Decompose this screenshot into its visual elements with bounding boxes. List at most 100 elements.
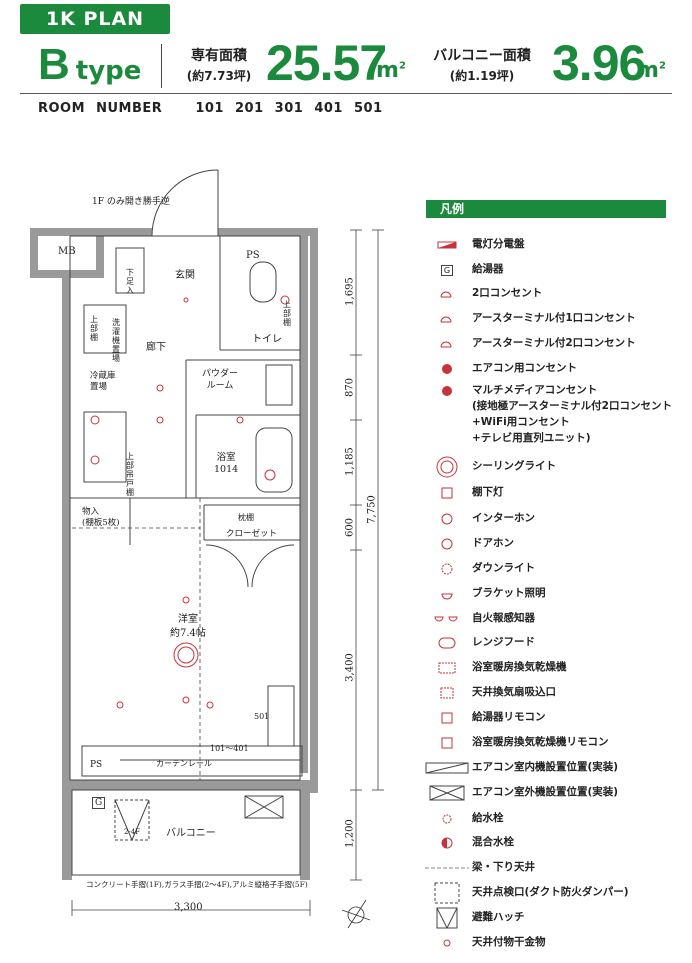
upper-cabinet-kitchen-label: 上 部 吊 戸 棚 [126, 452, 134, 497]
legend-item: ダウンライト [422, 560, 682, 578]
escape-hatch-icon [422, 907, 472, 929]
legend-item-label: 給水栓 [472, 812, 504, 824]
ps-bottom-label: PS [90, 760, 103, 770]
legend-item-label: エアコン室外機設置位置(実装) [472, 786, 619, 798]
aircon-indoor-icon [422, 759, 472, 777]
legend-item-label: アースターミナル付1口コンセント [472, 312, 636, 324]
walls [30, 228, 318, 880]
legend-item-label: マルチメディアコンセント (接地極アースターミナル付2口コンセント +WiFi用… [472, 384, 672, 444]
legend-item-label: 2口コンセント [472, 287, 543, 299]
legend-title: 凡例 [426, 200, 666, 218]
mixer-tap-icon [422, 834, 472, 852]
panel-board-icon [422, 236, 472, 254]
legend-item-label: シーリングライト [472, 460, 556, 472]
water-heater-g: G [92, 797, 106, 809]
header-rule [20, 93, 672, 94]
curtain-rail-label: カーテンレール [156, 759, 212, 768]
beam-icon [422, 859, 472, 877]
floor-area-label: 専有面積(約7.73坪) [186, 48, 252, 83]
legend-item: エアコン室内機設置位置(実装) [422, 759, 682, 777]
dim-v-6: 1,200 [344, 819, 356, 848]
balcony-area-label: バルコニー面積(約1.19坪) [433, 48, 531, 83]
multimedia-outlet-icon [422, 382, 472, 400]
outlet-2-icon [422, 285, 472, 303]
washer-area-label: 洗 濯 機 置 場 [112, 318, 120, 363]
legend-item: 2口コンセント [422, 285, 682, 303]
legend-item: 給水栓 [422, 810, 682, 828]
legend-item-label: 給湯器リモコン [472, 711, 546, 723]
legend-item: アースターミナル付1口コンセント [422, 310, 682, 328]
under-shelf-light-icon [422, 484, 472, 502]
range-hood-icon [422, 634, 472, 652]
room-501-label: 501 [254, 712, 270, 721]
ps-top-label: PS [246, 250, 260, 261]
floor-area-value: 25.57 [266, 35, 387, 91]
ceiling-light-icon [422, 456, 472, 478]
legend-item: 浴室暖房換気乾燥機リモコン [422, 734, 682, 752]
legend-item-label: 天井付物干金物 [472, 936, 546, 948]
bath-dryer-remote-icon [422, 734, 472, 752]
downlight-icon [422, 560, 472, 578]
hatch-note: 2-4F [124, 828, 141, 836]
water-tap-icon [422, 810, 472, 828]
legend-item: エアコン用コンセント [422, 360, 682, 378]
legend-item: 浴室暖房換気乾燥機 [422, 659, 682, 677]
legend-item: アースターミナル付2口コンセント [422, 335, 682, 353]
legend-item-label: 梁・下り天井 [472, 861, 535, 873]
legend-item: ブラケット照明 [422, 585, 682, 603]
fridge-area-label: 冷蔵庫 置場 [90, 371, 116, 392]
bath-label: 浴室 1014 [214, 452, 239, 475]
upper-cabinet-wash-label: 上 部 棚 [90, 315, 98, 342]
legend-item-label: ドアホン [472, 537, 514, 549]
dim-width: 3,300 [174, 902, 203, 913]
balcony-area-unit: m2 [636, 58, 666, 83]
bath-dryer-icon [422, 659, 472, 677]
closet-label: クローゼット [226, 529, 278, 539]
shelf-label: 枕棚 [238, 513, 254, 522]
legend-item: ドアホン [422, 535, 682, 553]
header-separator [161, 44, 162, 88]
genkan-label: 玄関 [175, 270, 195, 281]
legend-item: インターホン [422, 510, 682, 528]
toilet-label: トイレ [252, 334, 282, 345]
legend-item-label: ダウンライト [472, 562, 535, 574]
fire-alarm-icon [422, 610, 472, 628]
legend-item-label: 浴室暖房換気乾燥機リモコン [472, 736, 609, 748]
powder-room-label: パウダー ルーム [202, 369, 239, 391]
rooms-range-label: 101～401 [210, 744, 249, 753]
balcony-area-value: 3.96 [552, 35, 646, 91]
legend-item: 天井点検口(ダクト防火ダンパー) [422, 882, 682, 904]
legend-item-label: 自火報感知器 [472, 612, 535, 624]
outlet-earth-2-icon [422, 335, 472, 353]
legend-item-label: インターホン [472, 512, 535, 524]
legend-item-label: アースターミナル付2口コンセント [472, 337, 636, 349]
water-heater-icon: G [422, 261, 472, 279]
dim-v-5: 3,400 [344, 653, 356, 682]
shoe-cabinet-label: 下 足 入 [126, 268, 134, 295]
door-note: 1F のみ開き勝手逆 [92, 197, 170, 207]
legend-item: エアコン室外機設置位置(実装) [422, 784, 682, 802]
western-room-label: 洋室 約7.4帖 [170, 614, 206, 639]
room-numbers: ROOM NUMBER 101 201 301 401 501 [38, 101, 383, 116]
dim-v-4: 600 [344, 517, 356, 538]
legend-item: 避難ハッチ [422, 907, 682, 929]
legend-item-label: 混合水栓 [472, 836, 514, 848]
legend-item-label: 給湯器 [472, 263, 504, 275]
intercom-icon [422, 510, 472, 528]
legend-item-label: 浴室暖房換気乾燥機 [472, 661, 567, 673]
door-phone-icon [422, 535, 472, 553]
inspection-port-icon [422, 882, 472, 904]
legend-item-label: 電灯分電盤 [472, 238, 525, 250]
plan-tag: 1K PLAN [20, 4, 170, 34]
legend-item-label: ブラケット照明 [472, 587, 546, 599]
type-letter: B [38, 40, 70, 89]
dim-total: 7,750 [366, 495, 378, 524]
legend-item-label: 天井換気扇吸込口 [472, 686, 556, 698]
dim-v-3: 1,185 [344, 447, 356, 476]
upper-cabinet-toilet-label: 上 部 棚 [283, 300, 291, 327]
type-word: type [75, 56, 142, 86]
legend-item: レンジフード [422, 634, 682, 652]
